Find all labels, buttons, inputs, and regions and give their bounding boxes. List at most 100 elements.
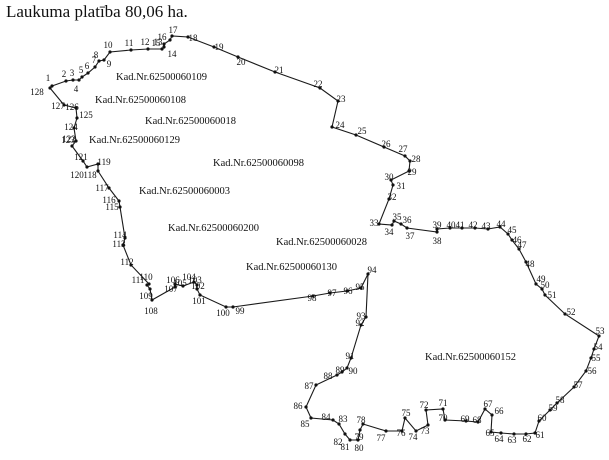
boundary-vertex bbox=[354, 133, 358, 137]
boundary-vertex bbox=[62, 103, 66, 107]
vertex-label: 80 bbox=[355, 443, 365, 453]
boundary-vertex bbox=[212, 45, 216, 49]
boundary-vertex bbox=[435, 227, 439, 231]
vertex-label: 59 bbox=[549, 403, 559, 413]
vertex-label: 118 bbox=[83, 170, 97, 180]
vertex-label: 99 bbox=[236, 306, 246, 316]
boundary-vertex bbox=[328, 291, 332, 295]
boundary-vertex bbox=[387, 197, 391, 201]
vertex-label: 81 bbox=[341, 442, 350, 452]
vertex-label: 71 bbox=[439, 398, 448, 408]
vertex-label: 21 bbox=[275, 65, 284, 75]
boundary-vertex bbox=[435, 230, 439, 234]
vertex-label: 120 bbox=[70, 170, 84, 180]
boundary-vertex bbox=[498, 225, 502, 229]
boundary-vertex bbox=[407, 169, 411, 173]
vertex-label: 107 bbox=[164, 284, 178, 294]
boundary-vertex bbox=[309, 416, 313, 420]
boundary-vertex bbox=[389, 178, 393, 182]
vertex-label: 39 bbox=[433, 220, 443, 230]
vertex-label: 74 bbox=[409, 432, 419, 442]
vertex-label: 30 bbox=[385, 172, 395, 182]
vertex-label: 123 bbox=[61, 135, 75, 145]
boundary-vertex bbox=[345, 289, 349, 293]
boundary-vertex bbox=[359, 286, 363, 290]
vertex-label: 58 bbox=[556, 395, 566, 405]
vertex-label: 69 bbox=[461, 414, 471, 424]
vertex-label: 14 bbox=[168, 49, 178, 59]
vertex-label: 72 bbox=[420, 400, 429, 410]
boundary-vertex bbox=[181, 284, 185, 288]
boundary-vertex bbox=[524, 260, 528, 264]
vertex-label: 62 bbox=[523, 434, 532, 444]
vertex-label: 68 bbox=[473, 415, 483, 425]
boundary-vertex bbox=[543, 293, 547, 297]
vertex-label: 11 bbox=[125, 38, 134, 48]
vertex-label: 53 bbox=[596, 326, 606, 336]
vertex-label: 112 bbox=[120, 257, 133, 267]
boundary-vertex bbox=[524, 432, 528, 436]
parcel-label: Kad.Nr.62500060130 bbox=[246, 262, 337, 273]
vertex-label: 73 bbox=[421, 426, 431, 436]
boundary-vertex bbox=[441, 407, 445, 411]
boundary-vertex bbox=[304, 405, 308, 409]
vertex-label: 35 bbox=[393, 212, 403, 222]
vertex-label: 51 bbox=[548, 290, 557, 300]
vertex-label: 126 bbox=[65, 102, 79, 112]
boundary-vertex bbox=[403, 416, 407, 420]
boundary-vertex bbox=[70, 144, 74, 148]
vertex-label: 61 bbox=[536, 430, 545, 440]
vertex-label: 50 bbox=[541, 280, 551, 290]
vertex-label: 33 bbox=[370, 218, 380, 228]
vertex-label: 12 bbox=[141, 37, 150, 47]
vertex-label: 89 bbox=[336, 365, 346, 375]
vertex-label: 31 bbox=[397, 181, 406, 191]
vertex-label: 95 bbox=[356, 282, 366, 292]
boundary-vertex bbox=[147, 282, 151, 286]
vertex-label: 2 bbox=[62, 69, 67, 79]
vertex-label: 44 bbox=[497, 219, 507, 229]
vertex-label: 128 bbox=[30, 87, 44, 97]
parcel-label: Kad.Nr.62500060152 bbox=[425, 352, 516, 363]
boundary-vertex bbox=[512, 432, 516, 436]
boundary-vertex bbox=[403, 154, 407, 158]
boundary-vertex bbox=[555, 401, 559, 405]
boundary-vertex bbox=[195, 283, 199, 287]
vertex-label: 64 bbox=[495, 434, 505, 444]
vertex-label: 4 bbox=[74, 84, 79, 94]
boundary-vertex bbox=[162, 42, 166, 46]
boundary-vertex bbox=[186, 35, 190, 39]
vertex-label: 7 bbox=[92, 55, 97, 65]
vertex-label: 8 bbox=[94, 50, 99, 60]
vertex-label: 46 bbox=[513, 235, 523, 245]
vertex-label: 34 bbox=[385, 227, 395, 237]
vertex-label: 40 bbox=[447, 220, 457, 230]
boundary-vertex bbox=[464, 419, 468, 423]
boundary-vertex bbox=[123, 236, 127, 240]
vertex-label: 65 bbox=[486, 428, 496, 438]
vertex-label: 116 bbox=[102, 195, 116, 205]
vertex-label: 60 bbox=[538, 413, 548, 423]
boundary-vertex bbox=[489, 430, 493, 434]
vertex-label: 10 bbox=[104, 40, 114, 50]
boundary-vertex bbox=[592, 347, 596, 351]
boundary-vertex bbox=[348, 438, 352, 442]
vertex-label: 105 bbox=[173, 278, 187, 288]
boundary-vertex bbox=[408, 159, 412, 163]
vertex-label: 45 bbox=[508, 225, 518, 235]
boundary-vertex bbox=[490, 413, 494, 417]
vertex-label: 83 bbox=[339, 414, 349, 424]
boundary-vertex bbox=[364, 315, 368, 319]
parcel-label: Kad.Nr.62500060028 bbox=[276, 237, 367, 248]
boundary-vertex bbox=[584, 369, 588, 373]
boundary-vertex bbox=[74, 106, 78, 110]
vertex-label: 48 bbox=[526, 259, 536, 269]
parcel-label: Kad.Nr.62500060109 bbox=[116, 72, 207, 83]
boundary-vertex bbox=[361, 422, 365, 426]
vertex-label: 108 bbox=[144, 306, 158, 316]
vertex-label: 26 bbox=[382, 139, 392, 149]
boundary-vertex bbox=[93, 65, 97, 69]
vertex-label: 79 bbox=[355, 432, 365, 442]
boundary-vertex bbox=[572, 385, 576, 389]
